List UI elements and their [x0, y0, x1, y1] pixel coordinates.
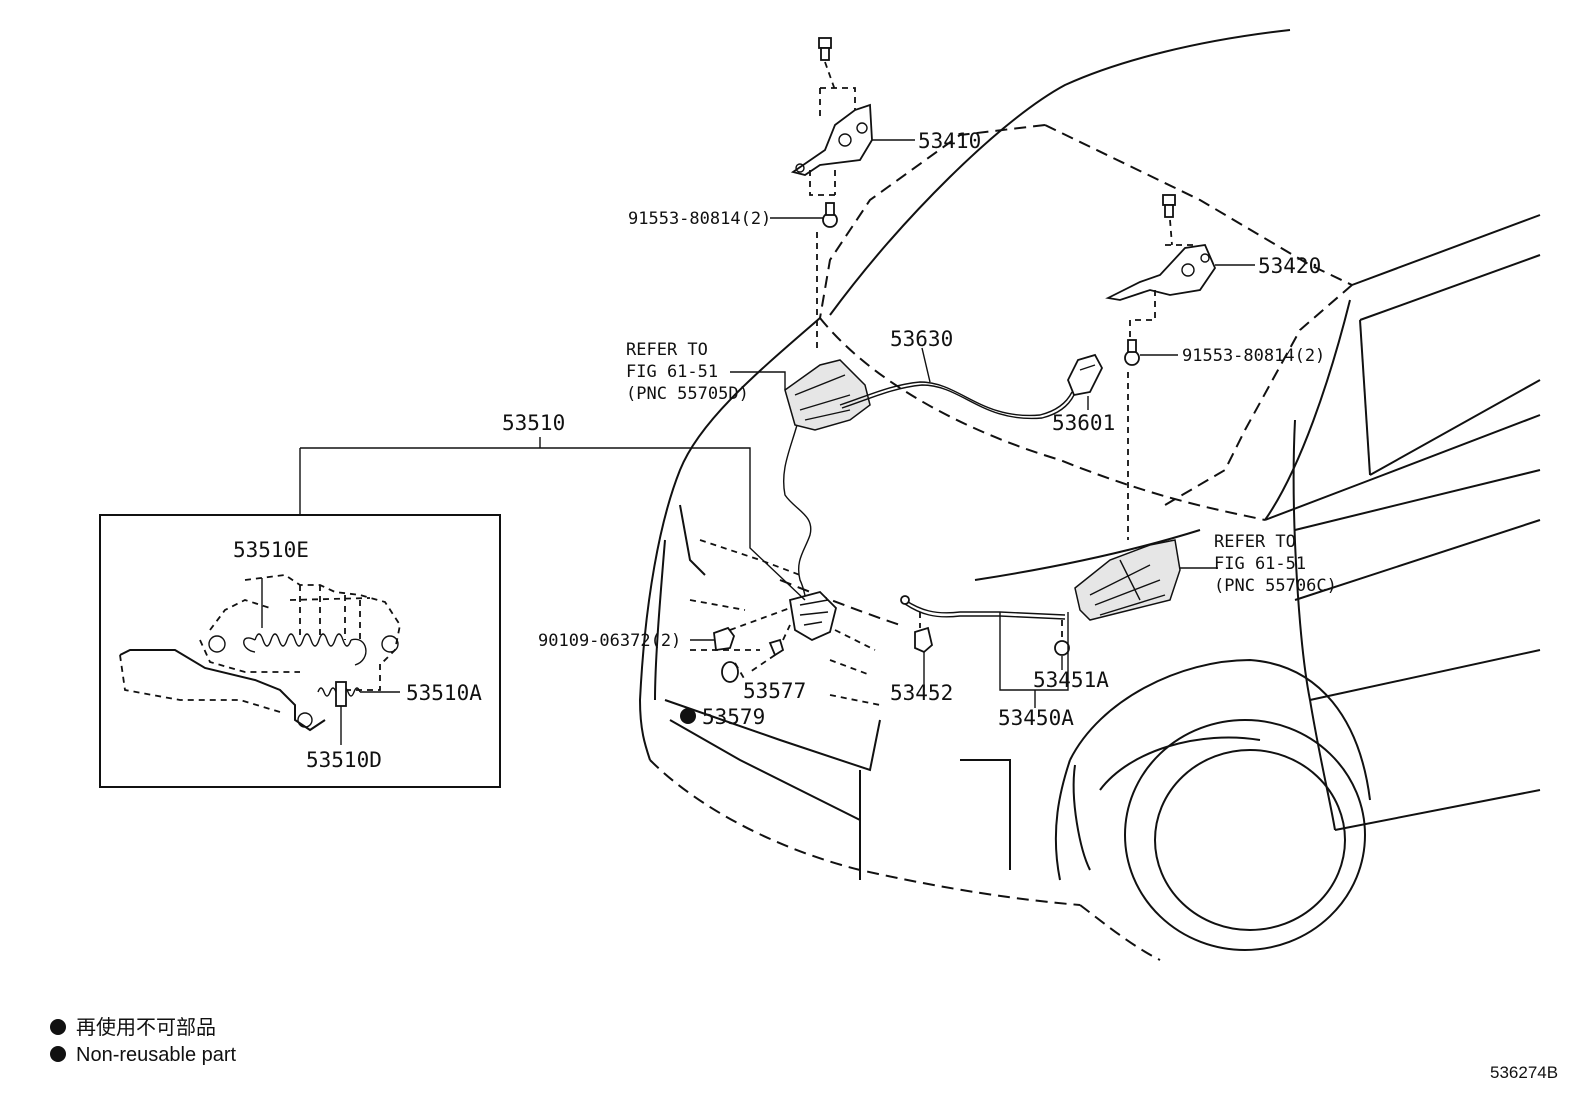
latch-wire-assembly [900, 595, 1070, 708]
figure-code: 536274B [1490, 1063, 1558, 1082]
pin-53510D [335, 681, 347, 745]
release-cable [782, 347, 1075, 606]
refer-note-right: REFER TO FIG 61-51 (PNC 55706C) [1214, 532, 1337, 596]
legend-en: Non-reusable part [76, 1044, 237, 1066]
hinge-bracket-right [1074, 539, 1218, 621]
label-90109: 90109-06372(2) [538, 631, 681, 651]
release-lever [1067, 353, 1104, 410]
legend: 再使用不可部品 Non-reusable part [50, 1016, 237, 1066]
refer-note-left: REFER TO FIG 61-51 (PNC 55705D) [626, 340, 749, 404]
hood-hinge-left [770, 37, 915, 350]
label-53601: 53601 [1052, 411, 1115, 435]
spring-53510A [317, 687, 400, 697]
part-labels: 53410 53420 91553-80814(2) 91553-80814(2… [233, 129, 1337, 772]
latch-detail-inset [99, 514, 501, 788]
label-53450A: 53450A [998, 706, 1074, 730]
hinge-bracket-left [730, 359, 871, 431]
label-53410: 53410 [918, 129, 981, 153]
svg-text:(PNC 55705D): (PNC 55705D) [626, 384, 749, 404]
label-53510E: 53510E [233, 538, 309, 562]
legend-dot-en [50, 1046, 66, 1062]
vehicle-body-outline [638, 29, 1541, 961]
label-53451A: 53451A [1033, 668, 1109, 692]
label-53630: 53630 [890, 327, 953, 351]
non-reusable-dot [680, 708, 696, 724]
svg-text:(PNC 55706C): (PNC 55706C) [1214, 576, 1337, 596]
label-91553-left: 91553-80814(2) [628, 209, 771, 229]
svg-text:FIG 61-51: FIG 61-51 [626, 362, 718, 382]
svg-text:REFER TO: REFER TO [1214, 532, 1296, 552]
legend-dot-jp [50, 1019, 66, 1035]
label-53579: 53579 [702, 705, 765, 729]
hood-latch-assembly [299, 437, 837, 683]
label-53510A: 53510A [406, 681, 482, 705]
label-53510D: 53510D [306, 748, 382, 772]
svg-text:FIG 61-51: FIG 61-51 [1214, 554, 1306, 574]
svg-text:REFER TO: REFER TO [626, 340, 708, 360]
label-53510: 53510 [502, 411, 565, 435]
hood-hinge-right [1105, 194, 1255, 540]
label-53420: 53420 [1258, 254, 1321, 278]
spring-53510E [243, 578, 367, 666]
legend-jp: 再使用不可部品 [76, 1016, 216, 1039]
label-53452: 53452 [890, 681, 953, 705]
label-91553-right: 91553-80814(2) [1182, 346, 1325, 366]
label-53577: 53577 [743, 679, 806, 703]
